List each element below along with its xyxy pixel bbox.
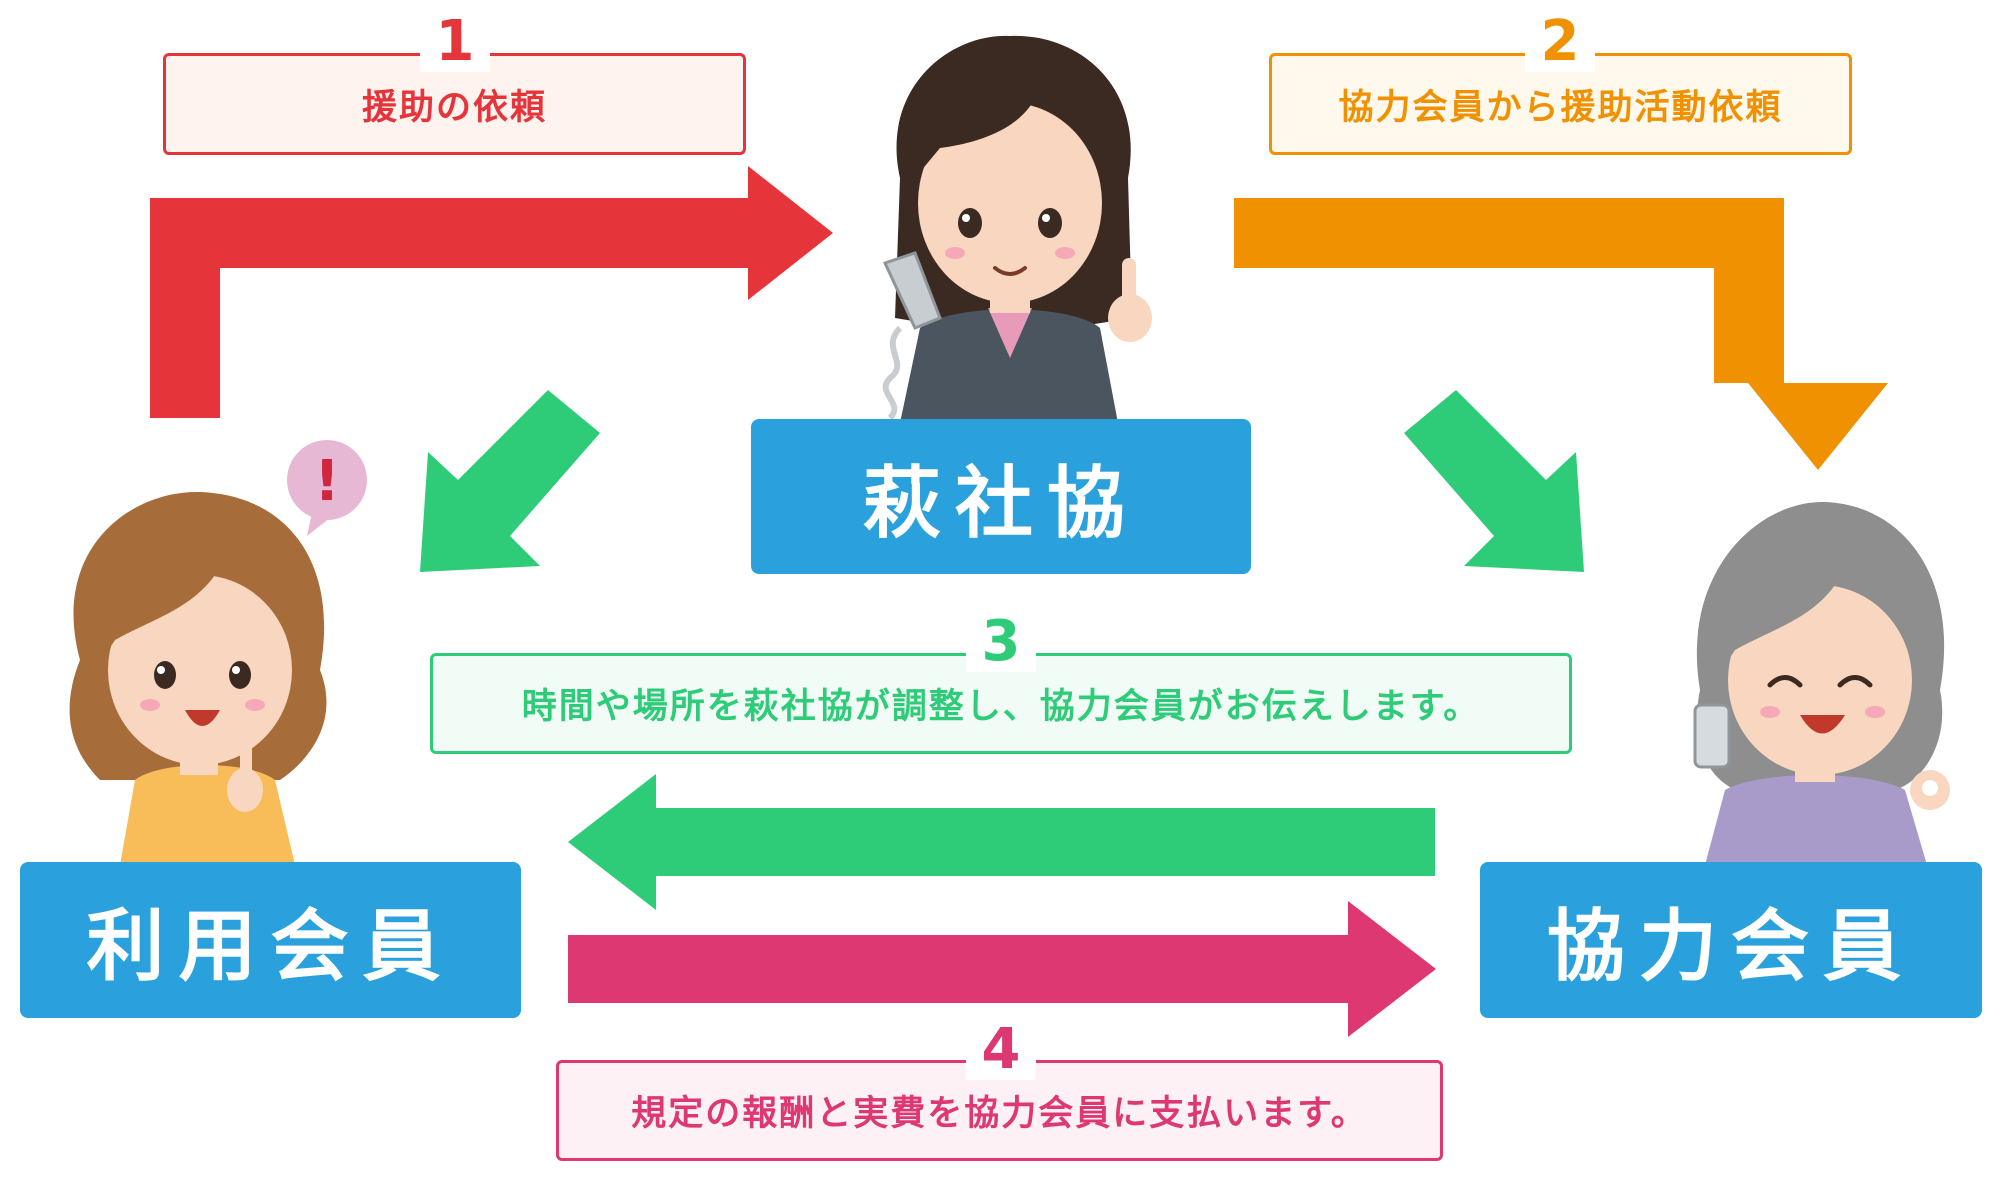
role-center-label: 萩社協 xyxy=(862,458,1139,549)
step4-label-box: 規定の報酬と実費を協力会員に支払います。 xyxy=(556,1060,1443,1161)
exclamation-bubble-icon: ! xyxy=(287,440,367,536)
arrow-center-to-user xyxy=(420,390,600,572)
step2-label-box: 協力会員から援助活動依頼 xyxy=(1269,53,1852,155)
arrow-step2 xyxy=(1234,198,1888,470)
role-helper-box: 協力会員 xyxy=(1480,862,1982,1018)
step3-number: 3 xyxy=(966,612,1036,672)
arrow-step4 xyxy=(568,901,1436,1037)
role-user-label: 利用会員 xyxy=(86,902,455,992)
arrow-step3 xyxy=(568,774,1435,910)
exclamation-mark: ! xyxy=(314,449,340,514)
step2-label: 協力会員から援助活動依頼 xyxy=(1338,87,1783,128)
step1-number: 1 xyxy=(420,12,490,72)
step1-label: 援助の依頼 xyxy=(361,87,547,128)
elderly-woman-on-phone-icon xyxy=(1693,501,1950,865)
receptionist-on-phone-icon xyxy=(882,35,1152,423)
user-woman-thinking-icon xyxy=(69,491,327,865)
role-helper-label: 協力会員 xyxy=(1546,902,1915,992)
arrow-center-to-helper xyxy=(1404,390,1584,572)
step4-label: 規定の報酬と実費を協力会員に支払います。 xyxy=(631,1094,1368,1134)
role-center-box: 萩社協 xyxy=(751,419,1251,574)
arrow-step1 xyxy=(150,166,833,418)
step2-number: 2 xyxy=(1525,12,1595,72)
step3-label: 時間や場所を萩社協が調整し、協力会員がお伝えします。 xyxy=(521,687,1481,727)
role-user-box: 利用会員 xyxy=(20,862,521,1018)
step4-number: 4 xyxy=(966,1020,1036,1080)
